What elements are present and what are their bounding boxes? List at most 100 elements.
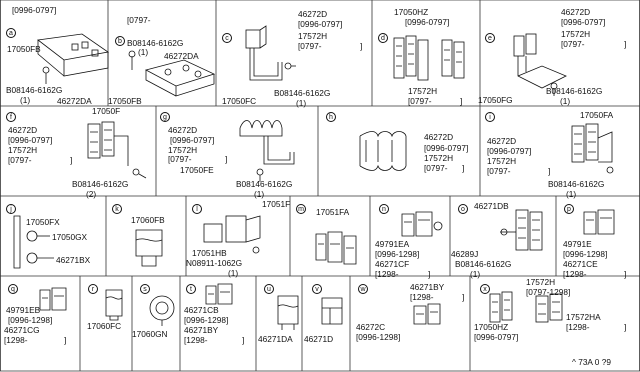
callout-b: b (115, 36, 125, 46)
label-bracket-date: [1298- (566, 322, 590, 332)
label-bracket-date: [0996-0797] (405, 17, 450, 27)
clip-illustration (312, 224, 372, 272)
label-bracket-date: [0797- (561, 39, 585, 49)
label-part-number: 17050FE (180, 165, 214, 175)
callout-p: p (564, 204, 574, 214)
clip-illustration (272, 292, 306, 332)
bracket-illustration (200, 210, 280, 258)
clip-illustration (128, 226, 178, 270)
label-part-number: 46271CB (184, 305, 219, 315)
label-part-number: 17572HA (566, 312, 601, 322)
label-bracket-date: [0996-1298] (356, 332, 401, 342)
bracket-illustration (236, 22, 296, 96)
clip-illustration (146, 292, 180, 326)
label-bracket-date: [1298- (375, 269, 399, 279)
label-bracket-date: [0996-1298] (184, 315, 229, 325)
clip-illustration (398, 208, 448, 242)
bracket-illustration (234, 114, 314, 184)
label-part-number: 49791EB (6, 305, 41, 315)
label-part-number: 17572H (424, 153, 454, 163)
label-bracket-close: ] (360, 41, 363, 51)
label-bracket-date: [0797- (408, 96, 432, 106)
label-quantity: (1) (20, 95, 31, 105)
label-bolt-spec: B08146-6162G (548, 179, 605, 189)
callout-d: d (378, 33, 388, 43)
label-part-number: 49791EA (375, 239, 410, 249)
label-bracket-date: [0996-0797] (487, 146, 532, 156)
clamp-illustration (34, 30, 114, 90)
label-part-number: 46272DA (164, 51, 199, 61)
label-part-number: 17572H (561, 29, 591, 39)
label-bolt-spec: B08146-6162G (72, 179, 129, 189)
label-part-number: 46271D (304, 334, 334, 344)
label-bracket-date: [0797- (8, 155, 32, 165)
label-bracket-close: ] (428, 269, 431, 279)
label-part-number: 17572H (526, 277, 556, 287)
label-part-number: 17050FC (222, 96, 257, 106)
label-bracket-date: [0797- (487, 166, 511, 176)
label-bracket-date: [0996-1298] (563, 249, 608, 259)
label-part-number: 46272DA (57, 96, 92, 106)
callout-m: m (296, 204, 306, 214)
callout-c: c (222, 33, 232, 43)
label-bracket-close: ] (70, 155, 73, 165)
callout-q: q (8, 284, 18, 294)
label-bolt-spec: B08146-6162G (455, 259, 512, 269)
label-bracket-date: [0797-1298] (526, 287, 571, 297)
label-bracket-date: [0797- (168, 154, 192, 164)
callout-r: r (88, 284, 98, 294)
label-bracket-date: [0996-0797] (8, 135, 53, 145)
label-part-number: 17050FG (478, 95, 513, 105)
label-part-number: 17050FB (108, 96, 142, 106)
label-bracket-date: [0797- (298, 41, 322, 51)
label-bracket-date: [1298- (410, 292, 434, 302)
label-part-number: 17050HZ (394, 7, 429, 17)
callout-g: g (160, 112, 170, 122)
label-bracket-date: [1298- (563, 269, 587, 279)
diagram-reference-code: ^ 73A 0 ?9 (572, 357, 611, 367)
label-part-number: 17051HB (192, 248, 227, 258)
label-bracket-date: [1298- (184, 335, 208, 345)
label-bracket-date: [1298- (4, 335, 28, 345)
label-bracket-date: [0996-1298] (375, 249, 420, 259)
clip-illustration (566, 118, 636, 178)
label-part-number: 46289J (451, 249, 479, 259)
callout-u: u (264, 284, 274, 294)
clamp-illustration (356, 128, 420, 178)
label-bracket-date: [0797- (424, 163, 448, 173)
label-part-number: 17050FB (7, 44, 41, 54)
label-part-number: 17050FX (26, 217, 60, 227)
callout-e: e (485, 33, 495, 43)
label-part-number: 46271CF (375, 259, 410, 269)
label-bracket-close: ] (242, 335, 245, 345)
callout-t: t (186, 284, 196, 294)
clip-illustration (410, 302, 450, 328)
callout-k: k (112, 204, 122, 214)
label-bracket-close: ] (624, 322, 627, 332)
label-bolt-spec: B08146-6162G (274, 88, 331, 98)
label-part-number: 17060FC (87, 321, 122, 331)
label-part-number: 46272D (487, 136, 517, 146)
label-quantity: (1) (566, 189, 577, 199)
callout-s: s (140, 284, 150, 294)
label-bolt-spec: B08146-6162G (546, 86, 603, 96)
label-bracket-date: [0996-0797] (561, 17, 606, 27)
callout-h: h (326, 112, 336, 122)
clip-illustration (392, 32, 472, 88)
label-part-number: 17050FA (580, 110, 614, 120)
label-part-number: 17050GX (52, 232, 88, 242)
label-bracket-date: [0996-0797] (474, 332, 519, 342)
label-part-number: 46272D (561, 7, 591, 17)
label-bolt-spec: N08911-1062G (186, 258, 243, 268)
label-bracket-date: [0797- (127, 15, 151, 25)
label-quantity: (1) (296, 98, 307, 108)
label-quantity: (1) (560, 96, 571, 106)
label-bolt-spec: B08146-6162G (236, 179, 293, 189)
label-part-number: 17050HZ (474, 322, 509, 332)
callout-w: w (358, 284, 368, 294)
callout-o: o (458, 204, 468, 214)
bracket-illustration (504, 26, 574, 98)
label-part-number: 17051F (262, 199, 291, 209)
label-part-number: 17572H (168, 145, 198, 155)
